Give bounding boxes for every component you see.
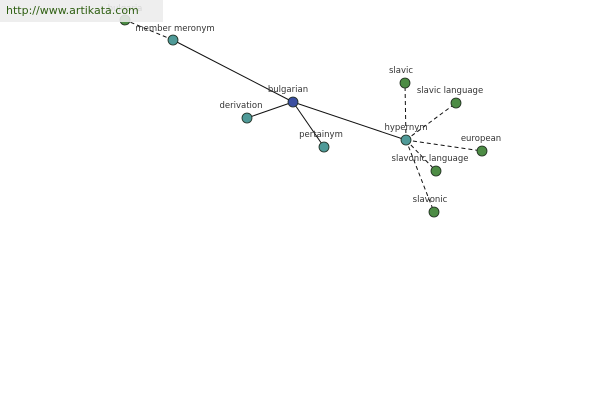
edge-hypernym-slavonic-language [405,139,437,172]
node-hypernym[interactable]: hypernym [384,123,428,146]
edge-member-meronym-bulgaria [124,19,174,41]
node-marker-hypernym[interactable] [400,134,412,146]
node-european[interactable]: european [461,134,501,157]
node-marker-slavonic[interactable] [428,206,440,218]
edge-bulgarian-hypernym [292,101,407,141]
node-slavic-language[interactable]: slavic language [417,86,483,109]
node-slavic[interactable]: slavic [389,66,413,89]
edge-hypernym-slavic-language [405,102,457,141]
node-pertainym[interactable]: pertainym [299,130,343,153]
node-slavonic-language[interactable]: slavonic language [392,154,469,177]
node-member-meronym[interactable]: member meronym [135,24,215,46]
node-label-hypernym: hypernym [384,123,427,133]
graph-edges [124,19,483,213]
node-marker-slavonic-language[interactable] [430,165,442,177]
edge-bulgarian-member-meronym [172,39,294,103]
node-marker-derivation[interactable] [241,112,253,124]
graph-nodes: bulgariamember meronymbulgarianderivatio… [108,4,501,218]
edge-hypernym-slavic [404,82,407,141]
edge-hypernym-european [405,139,483,152]
node-marker-european[interactable] [476,145,488,157]
node-label-slavic-language: slavic language [417,86,483,96]
node-marker-member-meronym[interactable] [167,34,179,46]
node-derivation[interactable]: derivation [219,101,263,124]
node-marker-pertainym[interactable] [318,141,330,153]
node-label-slavonic: slavonic [413,195,448,205]
node-label-derivation: derivation [219,101,262,111]
node-slavonic[interactable]: slavonic [413,195,448,218]
edge-bulgarian-derivation [246,101,294,119]
node-label-pertainym: pertainym [299,130,343,140]
node-marker-bulgarian[interactable] [287,96,299,108]
edge-bulgarian-pertainym [292,101,325,148]
node-bulgarian[interactable]: bulgarian [268,85,308,108]
node-label-bulgarian: bulgarian [268,85,308,95]
node-label-member-meronym: member meronym [135,24,214,34]
edge-hypernym-slavonic [405,139,435,213]
node-marker-slavic-language[interactable] [450,97,462,109]
node-marker-slavic[interactable] [399,77,411,89]
node-label-slavic: slavic [389,66,413,76]
watermark-url[interactable]: http://www.artikata.com [0,0,163,22]
node-label-european: european [461,134,501,144]
node-label-slavonic-language: slavonic language [392,154,469,164]
